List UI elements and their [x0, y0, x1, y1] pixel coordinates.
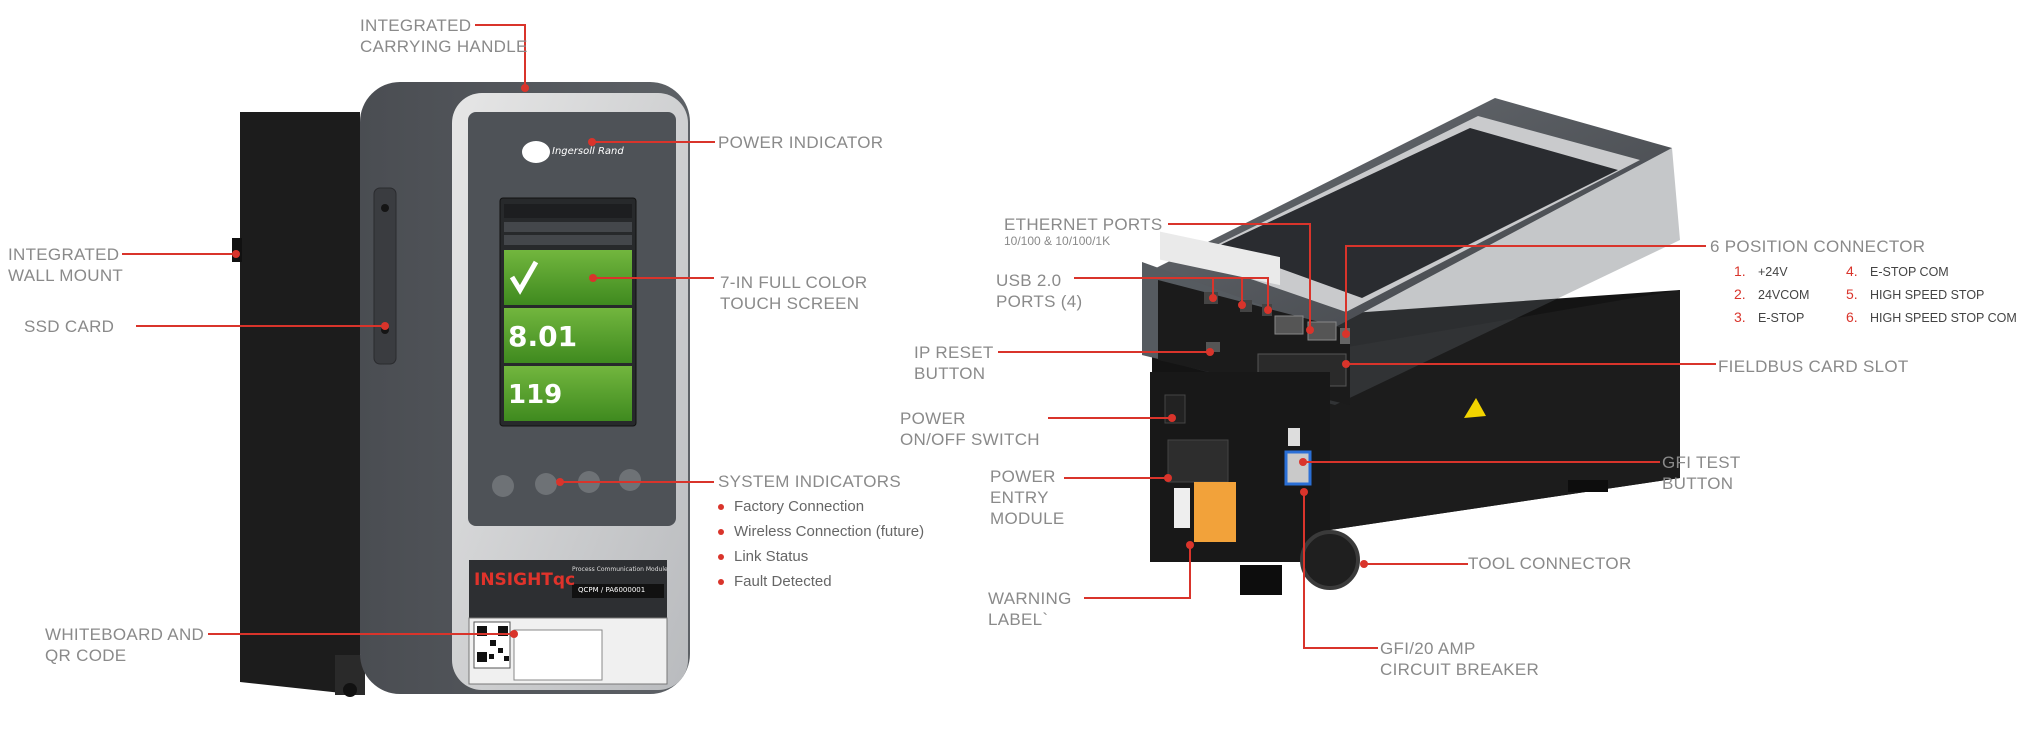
top-display	[1218, 128, 1618, 298]
screen-value-torque: 8.01	[508, 320, 578, 353]
ssd-card-slot	[373, 187, 397, 365]
gfi-breaker	[1284, 450, 1312, 486]
label-ssd-card: SSD CARD	[24, 317, 115, 336]
label-tool-connector: TOOL CONNECTOR	[1468, 554, 1632, 573]
brand-name: Ingersoll Rand	[552, 146, 624, 157]
right-leader-lines	[998, 223, 1716, 649]
system-indicator-list: Factory Connection Wireless Connection (…	[716, 494, 924, 594]
hazard-sticker	[1464, 398, 1486, 418]
device-back-box	[240, 112, 360, 695]
pin-4: 4.E-STOP COM	[1846, 263, 1949, 279]
ethernet-port-1	[1274, 315, 1304, 335]
label-usb-ports: USB 2.0 PORTS (4)	[996, 271, 1083, 311]
label-power-switch: POWER ON/OFF SWITCH	[900, 409, 1040, 449]
label-touch-screen: 7-IN FULL COLOR TOUCH SCREEN	[720, 273, 868, 313]
indicator-item-factory: Factory Connection	[716, 494, 924, 519]
label-fieldbus: FIELDBUS CARD SLOT	[1718, 357, 1909, 376]
leader-six-position	[1345, 245, 1706, 334]
label-power-indicator: POWER INDICATOR	[718, 133, 884, 152]
brand-logo-mark	[522, 141, 550, 163]
label-ip-reset: IP RESET BUTTON	[914, 343, 994, 383]
leader-ethernet	[1168, 223, 1311, 330]
indicator-wireless	[535, 473, 557, 495]
leader-warning	[1084, 545, 1191, 599]
left-leader-dots	[232, 84, 597, 638]
screen-value-angle: 119	[508, 380, 563, 410]
pin-6: 6.HIGH SPEED STOP COM	[1846, 309, 2017, 325]
serial-number: QCPM / PA6000001	[578, 586, 646, 594]
power-entry-module	[1167, 439, 1229, 483]
label-whiteboard: WHITEBOARD AND QR CODE	[45, 625, 205, 665]
pin-5: 5.HIGH SPEED STOP	[1846, 286, 1985, 302]
front-device-illustration	[232, 82, 690, 697]
wall-mount-bracket	[232, 238, 242, 262]
pin-3: 3.E-STOP	[1734, 309, 1805, 325]
pin-1: 1.+24V	[1734, 263, 1788, 279]
label-carrying-handle: INTEGRATED CARRYING HANDLE	[360, 16, 528, 56]
pin-2: 2.24VCOM	[1734, 286, 1810, 302]
connector-pins-col1: 1.+24V 2.24VCOM 3.E-STOP	[1734, 260, 1809, 329]
qr-code	[477, 626, 509, 662]
module-name: Process Communication Module	[572, 566, 668, 573]
check-icon	[509, 260, 539, 295]
warning-label	[1194, 482, 1236, 542]
indicator-fault	[619, 469, 641, 491]
rear-device-illustration	[1142, 98, 1680, 595]
indicator-factory-connection	[492, 475, 514, 497]
product-name: INSIGHTqc	[474, 570, 576, 590]
gfi-test-button	[1288, 428, 1300, 446]
label-ethernet-ports: ETHERNET PORTS	[1004, 215, 1163, 234]
label-ethernet-speeds: 10/100 & 10/100/1K	[1004, 234, 1111, 248]
label-six-position-connector: 6 POSITION CONNECTOR	[1710, 237, 1926, 256]
connector-pins-col2: 4.E-STOP COM 5.HIGH SPEED STOP 6.HIGH SP…	[1846, 260, 2017, 329]
leader-usb-b	[1242, 277, 1269, 310]
label-gfi-breaker: GFI/20 AMP CIRCUIT BREAKER	[1380, 639, 1540, 679]
screen-angle-panel	[504, 366, 632, 421]
label-wall-mount: INTEGRATED WALL MOUNT	[8, 245, 124, 285]
mount-foot-rear	[1240, 565, 1282, 595]
label-system-indicators: SYSTEM INDICATORS	[718, 472, 901, 491]
indicator-item-wireless: Wireless Connection (future)	[716, 519, 924, 544]
label-gfi-test: GFI TEST BUTTON	[1662, 453, 1741, 493]
leader-gfi-breaker	[1303, 492, 1378, 649]
indicator-item-link: Link Status	[716, 544, 924, 569]
label-warning: WARNING LABEL`	[988, 589, 1072, 629]
screen-torque-panel	[504, 308, 632, 363]
label-power-entry: POWER ENTRY MODULE	[990, 467, 1065, 528]
leader-carrying-handle	[475, 24, 526, 88]
ip-reset-button	[1206, 342, 1220, 352]
indicator-item-fault: Fault Detected	[716, 569, 924, 594]
brand-logo-initials: IR	[529, 146, 540, 156]
left-leader-lines	[122, 24, 715, 635]
tool-connector	[1300, 530, 1360, 590]
right-leader-dots	[1164, 294, 1368, 568]
